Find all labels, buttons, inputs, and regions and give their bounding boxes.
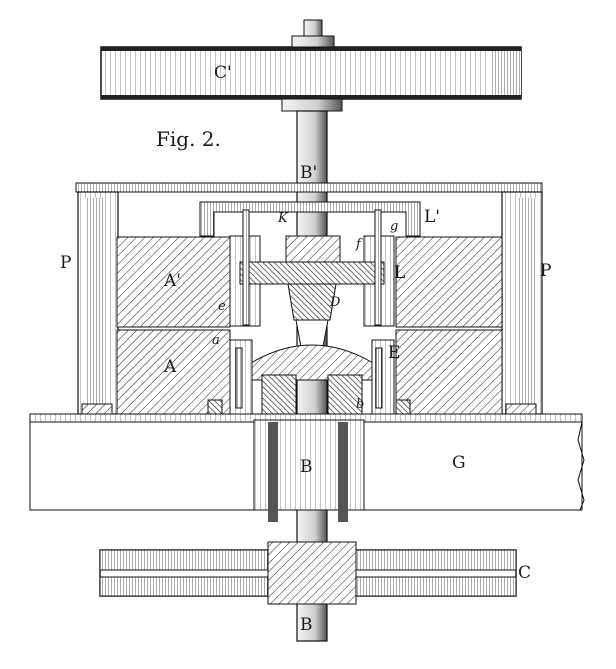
label-g-small: g xyxy=(390,219,398,234)
label-b-mid: B xyxy=(300,457,313,477)
bearing-cone xyxy=(287,283,337,353)
housing-right-wall xyxy=(501,191,543,417)
label-d: D xyxy=(329,295,341,310)
label-a: A xyxy=(163,357,177,377)
label-a-small: a xyxy=(212,333,220,348)
figure-title: Fig. 2. xyxy=(156,127,221,151)
base-block xyxy=(253,419,365,522)
top-pulley xyxy=(100,46,522,100)
upper-millstone xyxy=(116,236,503,328)
label-l: L xyxy=(394,263,405,283)
label-b-bottom: B xyxy=(300,615,313,635)
label-c: C xyxy=(518,563,531,583)
label-e: E xyxy=(388,343,400,363)
label-b-small: b xyxy=(356,397,364,412)
bottom-pulley xyxy=(99,541,517,605)
label-p-right: P xyxy=(540,261,551,281)
label-b-prime: B' xyxy=(300,163,317,183)
label-f: f xyxy=(355,237,363,252)
label-a-prime: A' xyxy=(163,271,181,291)
shaft-top xyxy=(281,19,343,112)
housing-top-plate xyxy=(75,182,543,193)
label-c-prime: C' xyxy=(214,63,232,83)
label-g: G xyxy=(452,453,466,473)
adjusting-bolts xyxy=(207,209,411,415)
lower-millstone xyxy=(116,329,503,417)
label-p-left: P xyxy=(60,253,71,273)
housing-left-wall xyxy=(77,191,119,417)
label-e-small: e xyxy=(218,299,226,314)
label-l-prime: L' xyxy=(424,207,440,227)
label-k: K xyxy=(277,211,289,226)
